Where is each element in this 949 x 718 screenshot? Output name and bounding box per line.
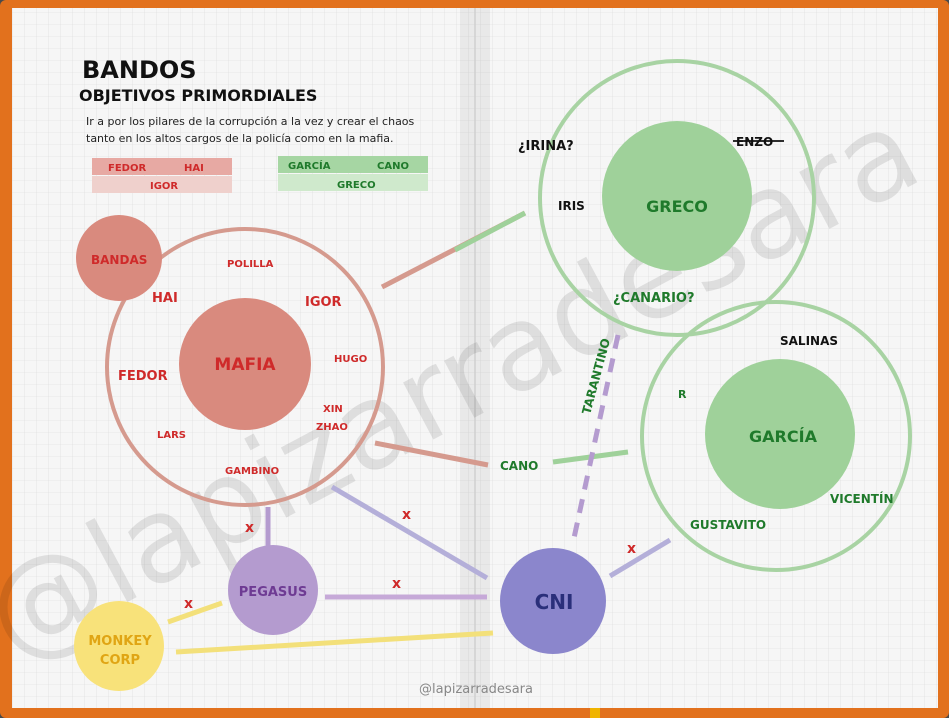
mafia-core-circle (179, 298, 311, 430)
mafia-member-hugo: HUGO (334, 354, 367, 365)
bandas-circle (76, 215, 162, 301)
mafia-core-label: MAFIA (214, 355, 276, 375)
bandas-label: BANDAS (91, 253, 147, 267)
cross-monkey-pegasus: x (184, 596, 193, 612)
monkey-corp-label-line1: MONKEY (88, 634, 152, 649)
garcia-core-label: GARCÍA (749, 427, 818, 446)
cni-garcia-line (608, 537, 672, 579)
mafia-member-fedor: FEDOR (118, 369, 168, 384)
garcia-member-vicentin: VICENTÍN (830, 491, 894, 506)
legend-red-fedor: FEDOR (108, 163, 146, 174)
legend-red-hai: HAI (184, 163, 204, 174)
garcia-member-r: R (678, 388, 687, 401)
monkey-pegasus-line (167, 600, 223, 625)
garcia-member-gustavito: GUSTAVITO (690, 518, 766, 532)
page-subtitle: OBJETIVOS PRIMORDIALES (79, 86, 317, 105)
garcia-member-salinas: SALINAS (780, 334, 838, 348)
legend-green-garcia: GARCÍA (288, 159, 331, 172)
cano-label: CANO (500, 459, 538, 473)
greco-member-canario: ¿CANARIO? (613, 291, 695, 306)
garcia-core-circle (705, 359, 855, 509)
legend-green-row1 (278, 156, 428, 173)
mafia-member-zhao: ZHAO (316, 422, 348, 433)
mafia-cano-line (374, 440, 489, 468)
cross-mafia-pegasus: x (245, 520, 254, 536)
legend-green-greco: GRECO (337, 180, 376, 191)
mafia-member-igor: IGOR (305, 295, 342, 310)
mafia-member-lars: LARS (157, 430, 186, 441)
mafia-member-hai: HAI (152, 291, 178, 306)
pegasus-label: PEGASUS (239, 585, 307, 600)
description-line-1: Ir a por los pilares de la corrupción a … (86, 115, 415, 128)
legend-red-igor: IGOR (150, 181, 178, 192)
pegasus-circle (228, 545, 318, 635)
description-line-2: tanto en los altos cargos de la policía … (86, 132, 394, 145)
page-title: BANDOS (82, 56, 197, 84)
footer-credit: @lapizarradesara (419, 682, 533, 697)
monkey-cni-line (175, 630, 494, 655)
greco-core-label: GRECO (646, 197, 708, 216)
cross-cni-garcia: x (627, 541, 636, 557)
greco-outer-ring (538, 59, 816, 337)
mafia-cni-line (330, 484, 489, 581)
legend-green-row2 (278, 174, 428, 191)
greco-member-iris: IRIS (558, 199, 585, 213)
bookmark-ribbon (590, 708, 600, 718)
cross-pegasus-cni: x (392, 576, 401, 592)
monkey-corp-circle (74, 601, 164, 691)
mafia-member-gambino: GAMBINO (225, 466, 279, 477)
legend-red-row1 (92, 158, 232, 175)
mafia-member-xin: XIN (323, 404, 343, 415)
cross-mafia-cni: x (402, 507, 411, 523)
mafia-outer-ring (105, 227, 385, 507)
greco-core-circle (602, 121, 752, 271)
mafia-member-polilla: POLILLA (227, 259, 274, 270)
greco-member-irina: ¿IRINA? (518, 139, 574, 154)
greco-member-enzo: ENZO (736, 135, 773, 149)
cni-label: CNI (535, 590, 574, 614)
legend-green-cano: CANO (377, 161, 409, 172)
mafia-greco-line-green (453, 210, 527, 253)
monkey-corp-label-line2: CORP (100, 653, 140, 668)
greco-cni-dashed-line (571, 334, 621, 539)
garcia-outer-ring (640, 300, 912, 572)
cni-circle (500, 548, 606, 654)
legend-red-row2 (92, 176, 232, 193)
